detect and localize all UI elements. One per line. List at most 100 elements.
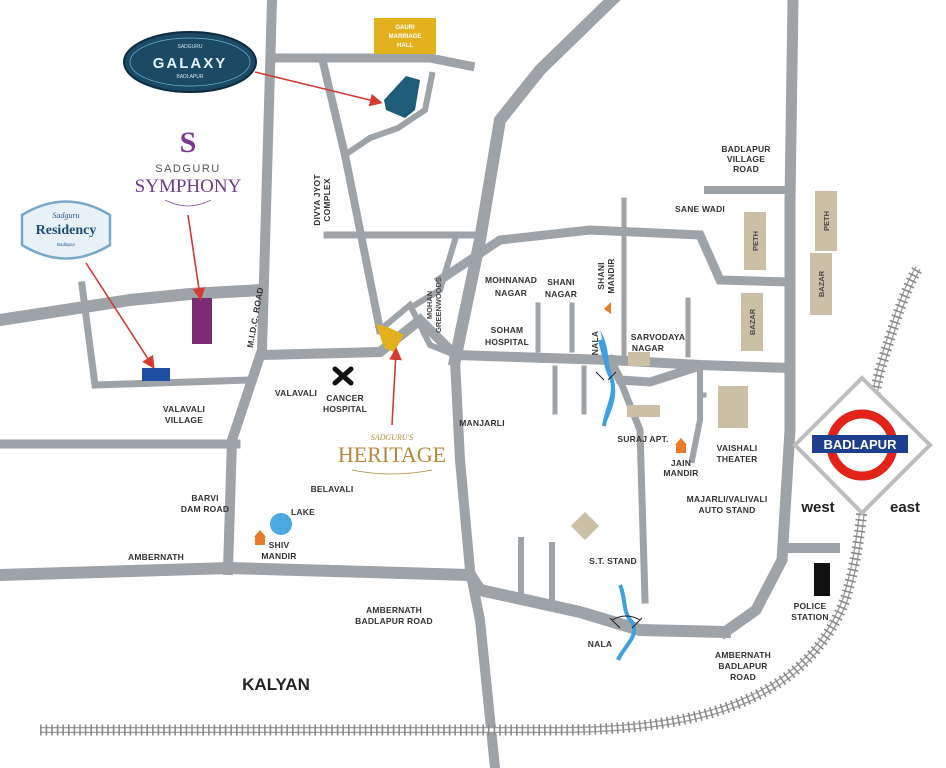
shiv-mandir-temple-icon: [254, 530, 266, 545]
svg-text:HOSPITAL: HOSPITAL: [323, 404, 367, 414]
vaishali-theater-label: VAISHALI THEATER: [717, 443, 758, 464]
badlapur-village-road-label: BADLAPUR VILLAGE ROAD: [721, 144, 770, 174]
residency-logo: Sadguru Residency Badlapur: [20, 200, 112, 260]
valavali-village-label: VALAVALI VILLAGE: [163, 404, 205, 425]
svg-text:SARVODAYA: SARVODAYA: [631, 332, 685, 342]
shani-nagar-label: SHANI NAGAR: [545, 277, 577, 299]
svg-text:SHANI: SHANI: [547, 277, 574, 287]
svg-text:SHANI: SHANI: [596, 262, 606, 289]
svg-text:VALAVALI: VALAVALI: [163, 404, 205, 414]
svg-text:MANDIR: MANDIR: [663, 468, 698, 478]
valavali-label: VALAVALI: [275, 388, 317, 398]
barvi-dam-road-label: BARVI DAM ROAD: [181, 493, 229, 514]
svg-text:DIVYA JYOT: DIVYA JYOT: [312, 174, 322, 226]
svg-text:AMBERNATH: AMBERNATH: [715, 650, 771, 660]
svg-text:POLICE: POLICE: [794, 601, 827, 611]
shani-mandir-label: SHANI MANDIR: [596, 258, 616, 293]
jain-mandir-label: JAIN MANDIR: [663, 458, 698, 478]
svg-text:BADLAPUR: BADLAPUR: [718, 661, 767, 671]
svg-text:NAGAR: NAGAR: [495, 288, 527, 298]
ambernath-badlapur-road-label-left: AMBERNATH BADLAPUR ROAD: [355, 605, 433, 626]
svg-text:ROAD: ROAD: [733, 164, 759, 174]
st-stand-label: S.T. STAND: [589, 556, 637, 566]
svg-text:VILLAGE: VILLAGE: [727, 154, 765, 164]
svg-text:MARRIAGE: MARRIAGE: [389, 34, 422, 40]
residency-logo-top: Sadguru: [52, 211, 79, 220]
bridge-marker-lower: [609, 615, 643, 629]
svg-text:MANDIR: MANDIR: [606, 258, 616, 293]
gauri-marriage-hall-block: [374, 18, 436, 54]
svg-text:STATION: STATION: [791, 612, 828, 622]
svg-text:BADLAPUR ROAD: BADLAPUR ROAD: [355, 616, 433, 626]
majarli-valivali-auto-stand-label: MAJARLI/VALIVALI AUTO STAND: [687, 494, 768, 515]
svg-text:MOHAN: MOHAN: [425, 291, 434, 319]
svg-text:COMPLEX: COMPLEX: [322, 178, 332, 222]
svg-text:HOSPITAL: HOSPITAL: [485, 337, 529, 347]
symphony-logo: S SADGURU SYMPHONY: [135, 126, 242, 207]
galaxy-logo-bottom: BADLAPUR: [177, 74, 204, 80]
water-bodies: [270, 330, 637, 661]
peth-label-2: PETH: [822, 211, 831, 231]
road-network: [0, 0, 840, 768]
gauri-marriage-hall-label: GAURI MARRIAGE HALL: [389, 25, 422, 49]
divya-jyot-complex-label: DIVYA JYOT COMPLEX: [312, 174, 332, 226]
svg-text:VILLAGE: VILLAGE: [165, 415, 203, 425]
station-name: BADLAPUR: [824, 437, 898, 452]
svg-text:BARVI: BARVI: [191, 493, 218, 503]
svg-text:ROAD: ROAD: [730, 672, 756, 682]
shiv-mandir-label: SHIV MANDIR: [261, 540, 296, 561]
heritage-logo: SADGURU'S HERITAGE: [338, 433, 446, 475]
railway-line: [40, 265, 923, 736]
svg-text:MAJARLI/VALIVALI: MAJARLI/VALIVALI: [687, 494, 768, 504]
galaxy-logo-title: GALAXY: [153, 55, 228, 72]
suraj-apt-label: SURAJ APT.: [617, 434, 668, 444]
svg-text:GAURI: GAURI: [395, 25, 415, 31]
bazar-label-2: BAZAR: [817, 270, 826, 297]
manjarli-label: MANJARLI: [459, 418, 505, 428]
svg-text:VAISHALI: VAISHALI: [717, 443, 758, 453]
ambernath-badlapur-road-label-right: AMBERNATH BADLAPUR ROAD: [715, 650, 771, 682]
police-station-label: POLICE STATION: [791, 601, 828, 622]
sane-wadi-label: SANE WADI: [675, 204, 725, 214]
svg-text:MANDIR: MANDIR: [261, 551, 296, 561]
sarvodaya-nagar-label: SARVODAYA NAGAR: [631, 332, 685, 353]
svg-text:AUTO STAND: AUTO STAND: [699, 505, 756, 515]
svg-text:HALL: HALL: [397, 43, 413, 49]
symphony-logo-title: SYMPHONY: [135, 176, 242, 197]
svg-text:NAGAR: NAGAR: [632, 343, 664, 353]
shani-mandir-temple-icon: [604, 302, 611, 314]
building-blocks: [142, 191, 837, 596]
heritage-logo-top: SADGURU'S: [371, 433, 414, 442]
pointer-arrows: [85, 71, 402, 426]
mohan-greenwoods-label: MOHAN GREENWOODS: [425, 277, 443, 333]
svg-text:AMBERNATH: AMBERNATH: [366, 605, 422, 615]
galaxy-logo: SADGURU GALAXY BADLAPUR: [123, 31, 257, 93]
galaxy-logo-top: SADGURU: [177, 44, 202, 50]
svg-text:JAIN: JAIN: [671, 458, 691, 468]
svg-text:NAGAR: NAGAR: [545, 289, 577, 299]
symphony-logo-top: SADGURU: [155, 163, 221, 175]
galaxy-site-marker: [384, 76, 420, 118]
svg-text:CANCER: CANCER: [326, 393, 364, 403]
bazar-label-1: BAZAR: [748, 308, 757, 335]
heritage-site-marker: [376, 324, 404, 352]
jain-mandir-temple-icon: [675, 438, 687, 453]
mohnanad-nagar-label: MOHNANAD NAGAR: [485, 275, 537, 298]
nala-stream-lower: [616, 584, 637, 661]
east-label: east: [890, 499, 920, 516]
symphony-logo-mark: S: [180, 126, 197, 159]
residency-logo-title: Residency: [36, 223, 97, 238]
heritage-logo-title: HERITAGE: [338, 442, 446, 467]
lake-label: LAKE: [291, 507, 315, 517]
svg-text:BADLAPUR: BADLAPUR: [721, 144, 770, 154]
nala-label-1: NALA: [590, 331, 600, 355]
west-label: west: [800, 499, 834, 516]
cancer-hospital-label: CANCER HOSPITAL: [323, 393, 367, 414]
belavali-label: BELAVALI: [311, 484, 354, 494]
ambernath-label: AMBERNATH: [128, 552, 184, 562]
svg-text:DAM ROAD: DAM ROAD: [181, 504, 229, 514]
kalyan-label: KALYAN: [242, 675, 310, 694]
svg-text:MOHNANAD: MOHNANAD: [485, 275, 537, 285]
